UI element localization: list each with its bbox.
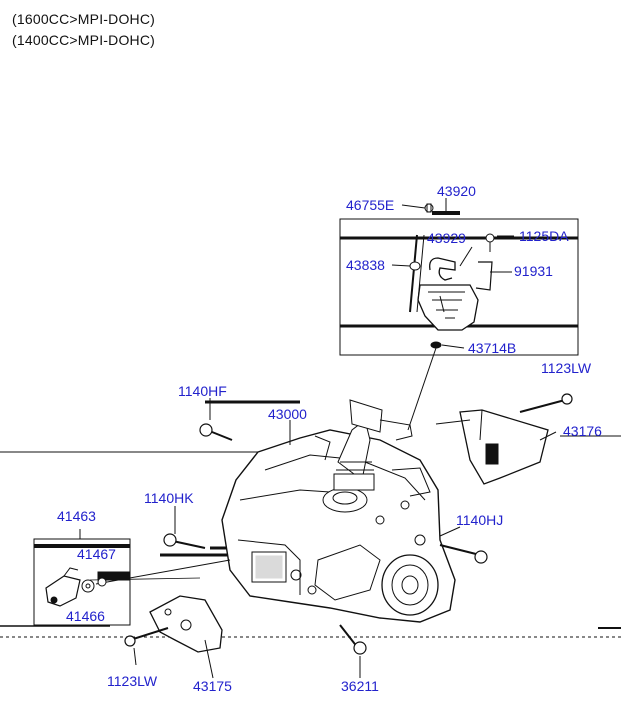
part-label-1140hk[interactable]: 1140HK — [144, 490, 194, 506]
part-label-46755e[interactable]: 46755E — [346, 197, 394, 213]
part-label-43838[interactable]: 43838 — [346, 257, 385, 273]
part-label-91931[interactable]: 91931 — [514, 263, 553, 279]
part-label-41467[interactable]: 41467 — [77, 546, 116, 562]
part-label-43175[interactable]: 43175 — [193, 678, 232, 694]
part-label-41463[interactable]: 41463 — [57, 508, 96, 524]
part-label-36211[interactable]: 36211 — [341, 678, 379, 694]
header-line-1400cc: (1400CC>MPI-DOHC) — [12, 32, 156, 48]
mount-inset-box — [33, 529, 131, 626]
part-label-41466[interactable]: 41466 — [66, 608, 105, 624]
part-label-43176[interactable]: 43176 — [563, 423, 602, 439]
part-label-43714b[interactable]: 43714B — [468, 340, 516, 356]
part-label-43000[interactable]: 43000 — [268, 406, 307, 422]
part-label-1123lw-bottom[interactable]: 1123LW — [107, 673, 158, 689]
part-labels: 46755E 43920 43929 1125DA 43838 91931 43… — [57, 183, 602, 694]
header-line-1600cc: (1600CC>MPI-DOHC) — [12, 11, 156, 27]
part-label-43929[interactable]: 43929 — [427, 230, 466, 246]
transmission-assembly — [89, 393, 573, 679]
shift-bracket-inset — [339, 198, 579, 431]
part-label-43920[interactable]: 43920 — [437, 183, 476, 199]
part-label-1140hj[interactable]: 1140HJ — [456, 512, 503, 528]
part-label-1123lw-top[interactable]: 1123LW — [541, 360, 592, 376]
part-label-1125da[interactable]: 1125DA — [519, 228, 569, 244]
part-label-1140hf[interactable]: 1140HF — [178, 383, 227, 399]
